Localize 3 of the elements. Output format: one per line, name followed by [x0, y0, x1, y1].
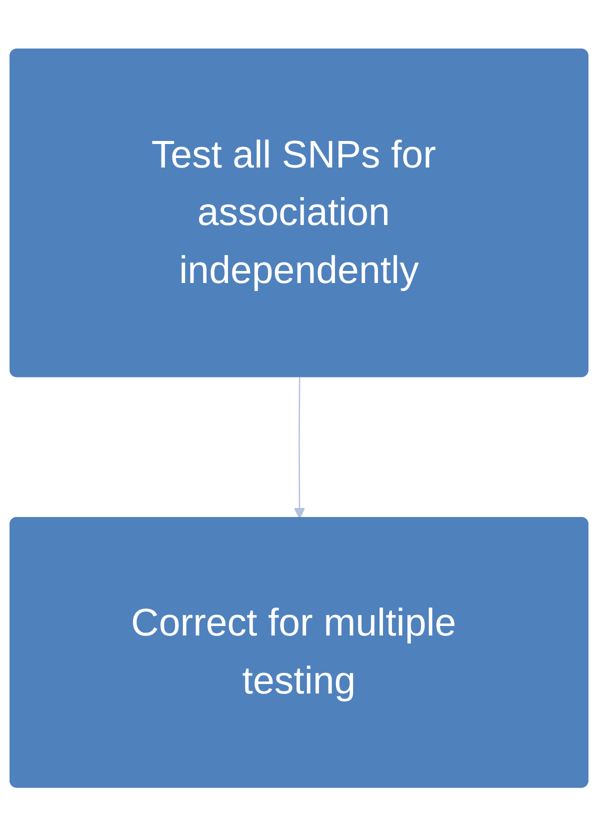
process-box: Correct for multiple testing — [10, 516, 588, 788]
process-box: Test all SNPs for association independently — [10, 48, 588, 377]
arrow — [294, 376, 306, 519]
